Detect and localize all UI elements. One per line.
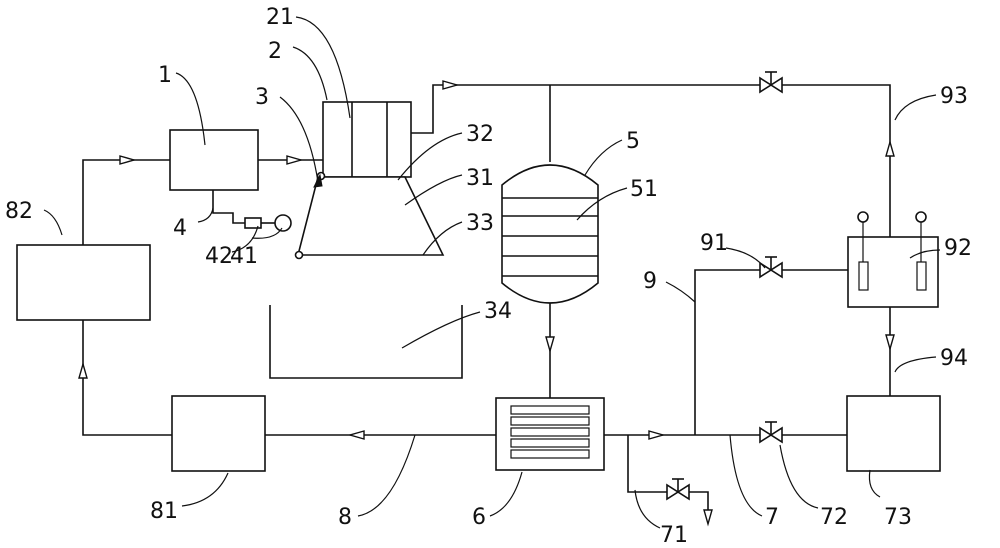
flow-arrows: [78, 80, 895, 527]
label-81: 81: [150, 499, 178, 524]
label-92: 92: [944, 236, 972, 261]
label-9: 9: [643, 269, 657, 294]
label-8: 8: [338, 505, 352, 530]
unit-2-box: [322, 101, 412, 178]
unit-5-vessel: [501, 164, 599, 304]
unit-34-basin: [269, 305, 463, 379]
label-94: 94: [940, 346, 968, 371]
label-3: 3: [255, 85, 269, 110]
label-41: 41: [230, 244, 258, 269]
label-1: 1: [158, 63, 172, 88]
unit-3-tank: [296, 176, 445, 256]
unit-92-probes: [857, 211, 927, 291]
label-93: 93: [940, 84, 968, 109]
label-4: 4: [173, 216, 187, 241]
unit-81-box: [171, 395, 266, 472]
label-2: 2: [268, 39, 282, 64]
label-6: 6: [472, 505, 486, 530]
label-42: 42: [205, 244, 233, 269]
unit-92-box: [847, 236, 939, 308]
valve-91: [759, 256, 783, 279]
labels: 1 2 21 3 32 31 33 34 4 42 41 82 5 51 91 …: [5, 5, 972, 548]
unit-6-exchanger: [495, 397, 605, 471]
label-91: 91: [700, 231, 728, 256]
label-7: 7: [765, 505, 779, 530]
label-31: 31: [466, 166, 494, 191]
label-33: 33: [466, 211, 494, 236]
label-32: 32: [466, 122, 494, 147]
unit-73-box: [846, 395, 941, 472]
valve-top: [759, 71, 783, 94]
valve-71: [666, 478, 690, 501]
element-42: [244, 217, 262, 229]
label-5: 5: [626, 129, 640, 154]
unit-82-box: [16, 244, 151, 321]
unit-3-bottom-node: [294, 250, 304, 260]
label-51: 51: [630, 177, 658, 202]
leader-lines: [43, 16, 941, 529]
valve-72: [759, 421, 783, 444]
label-72: 72: [820, 505, 848, 530]
label-34: 34: [484, 299, 512, 324]
label-21: 21: [266, 5, 294, 30]
label-82: 82: [5, 199, 33, 224]
pump-41: [274, 214, 292, 232]
unit-1-box: [169, 129, 259, 191]
label-71: 71: [660, 523, 688, 548]
label-73: 73: [884, 505, 912, 530]
